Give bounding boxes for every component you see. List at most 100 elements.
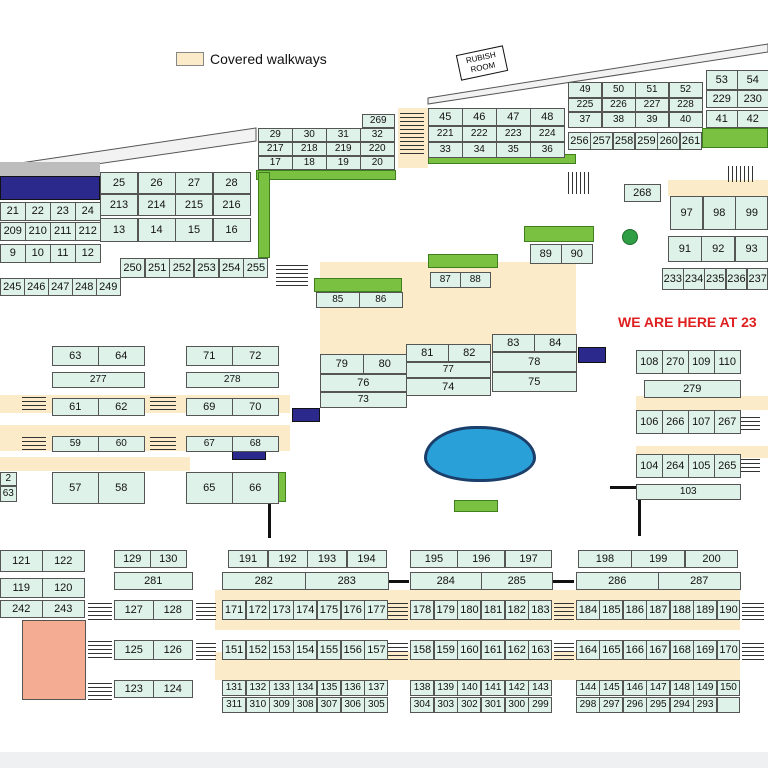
unit-cell: 128: [153, 600, 193, 620]
unit-cell: 293: [693, 697, 718, 713]
unit-cell: 171: [222, 600, 247, 620]
unit-cell: 261: [679, 132, 703, 150]
peach-building: [22, 620, 86, 700]
stairs: [196, 600, 216, 620]
hedge: [428, 254, 498, 268]
unit-cell: 19: [326, 156, 361, 170]
unit-cell: 139: [433, 680, 458, 696]
unit-cell: 249: [96, 278, 121, 296]
unit-cell: 154: [293, 640, 318, 660]
unit-cell: 121: [0, 550, 43, 572]
unit-cell: 73: [320, 392, 407, 408]
unit-cell: 281: [114, 572, 193, 590]
unit-cell: 230: [737, 90, 768, 108]
unit-cell: 200: [684, 550, 739, 568]
unit-cell: 185: [599, 600, 624, 620]
unit-cell: 80: [363, 354, 407, 374]
unit-cell: 215: [175, 194, 213, 216]
unit-cell: 178: [410, 600, 435, 620]
walkway-right: [636, 396, 768, 410]
unit-cell: 302: [457, 697, 482, 713]
unit-cell: 193: [307, 550, 347, 568]
unit-cell: 212: [75, 222, 101, 241]
unit-cell: 303: [433, 697, 458, 713]
unit-cell: 157: [364, 640, 389, 660]
unit-cell: 48: [530, 108, 565, 126]
unit-cell: 75: [492, 372, 577, 392]
unit-cell: 226: [601, 98, 636, 112]
unit-cell: 267: [714, 410, 741, 434]
stairs: [554, 640, 574, 660]
hedge: [454, 500, 498, 512]
unit-cell: 211: [50, 222, 76, 241]
unit-cell: 175: [316, 600, 342, 620]
stairs: [740, 414, 760, 430]
unit-cell: 109: [688, 350, 715, 374]
unit-cell: 64: [98, 346, 145, 366]
unit-cell: 108: [636, 350, 663, 374]
unit-cell: 83: [492, 334, 535, 352]
connector-line: [268, 504, 271, 538]
unit-cell: 125: [114, 640, 154, 660]
unit-cell: 132: [245, 680, 270, 696]
unit-cell: 129: [114, 550, 151, 568]
unit-cell: 97: [670, 196, 704, 230]
unit-cell: 163: [528, 640, 553, 660]
unit-cell: 155: [316, 640, 342, 660]
unit-cell: 29: [258, 128, 293, 142]
unit-cell: 70: [232, 398, 279, 416]
unit-cell: 165: [599, 640, 624, 660]
unit-cell: 197: [504, 550, 553, 568]
unit-cell: 136: [340, 680, 365, 696]
unit-cell: 21: [0, 202, 26, 221]
unit-cell: 105: [688, 454, 715, 478]
unit-cell: 179: [433, 600, 458, 620]
unit-cell: 24: [75, 202, 101, 221]
unit-cell: 167: [646, 640, 671, 660]
unit-cell: 242: [0, 600, 43, 618]
unit-cell: 253: [194, 258, 220, 278]
unit-cell: 104: [636, 454, 663, 478]
unit-cell: 67: [186, 436, 233, 452]
unit-cell: 264: [662, 454, 689, 478]
unit-cell: 195: [410, 550, 458, 568]
unit-cell: 304: [410, 697, 435, 713]
unit-cell: 214: [137, 194, 176, 216]
unit-cell: 151: [222, 640, 247, 660]
unit-cell: 299: [528, 697, 553, 713]
unit-cell: 295: [646, 697, 671, 713]
unit-cell: 87: [430, 272, 461, 288]
unit-cell: 300: [504, 697, 529, 713]
unit-cell: [716, 697, 741, 713]
unit-cell: 260: [657, 132, 681, 150]
unit-cell: 142: [504, 680, 529, 696]
unit-cell: 76: [320, 374, 407, 392]
unit-cell: 126: [153, 640, 193, 660]
unit-cell: 93: [734, 236, 768, 262]
unit-cell: 257: [590, 132, 614, 150]
unit-cell: 135: [316, 680, 342, 696]
hedge: [256, 170, 396, 180]
unit-cell: 227: [635, 98, 669, 112]
unit-cell: 192: [267, 550, 308, 568]
swimming-pool: [424, 426, 536, 482]
unit-cell: 236: [725, 268, 748, 290]
unit-cell: 144: [576, 680, 600, 696]
unit-cell: 234: [683, 268, 705, 290]
unit-cell: 12: [75, 244, 101, 263]
unit-cell: 250: [120, 258, 146, 278]
unit-cell: 308: [293, 697, 318, 713]
unit-cell: 120: [42, 578, 85, 598]
unit-cell: 158: [410, 640, 435, 660]
unit-cell: 23: [50, 202, 76, 221]
unit-cell: 123: [114, 680, 154, 698]
unit-cell: 186: [622, 600, 647, 620]
unit-cell: 166: [622, 640, 647, 660]
unit-cell: 145: [599, 680, 624, 696]
stairs: [388, 640, 408, 660]
unit-cell: 194: [346, 550, 387, 568]
unit-cell: 34: [462, 142, 497, 158]
unit-cell: 156: [340, 640, 365, 660]
unit-cell: 294: [669, 697, 694, 713]
unit-cell: 42: [737, 110, 768, 128]
